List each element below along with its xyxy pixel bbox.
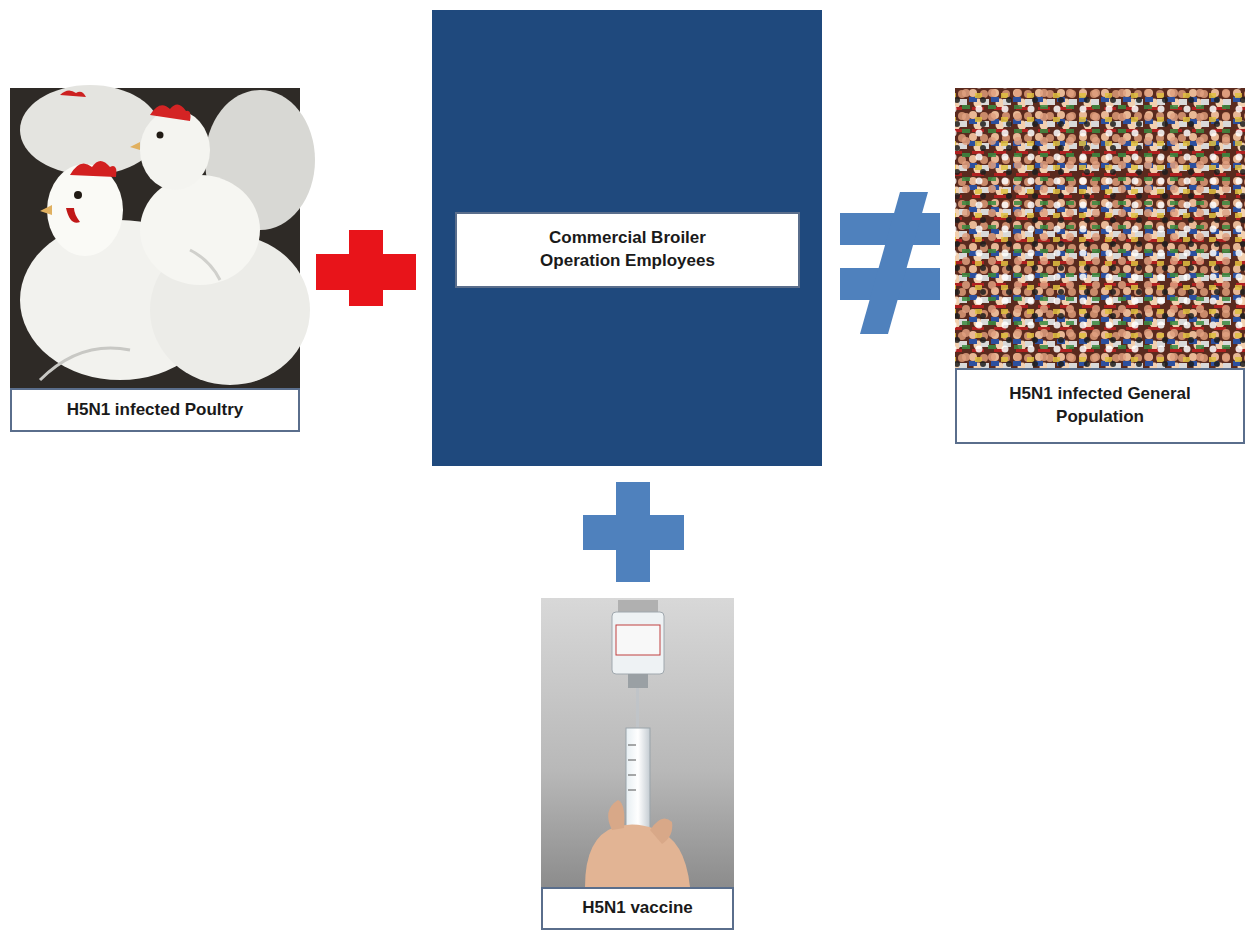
plus-symbol bbox=[316, 230, 416, 306]
node-label: H5N1 infected General Population bbox=[1008, 383, 1193, 429]
node-label: H5N1 vaccine bbox=[582, 897, 693, 920]
label-box: Commercial Broiler Operation Employees bbox=[455, 212, 800, 288]
poultry-photo bbox=[10, 85, 315, 388]
label-box: H5N1 infected General Population bbox=[955, 368, 1245, 444]
node-label: H5N1 infected Poultry bbox=[67, 399, 244, 422]
photo-card: H5N1 infected General Population bbox=[955, 88, 1245, 444]
process-box: Commercial Broiler Operation Employees bbox=[432, 10, 822, 466]
label-box: H5N1 vaccine bbox=[541, 887, 734, 930]
plus-symbol bbox=[583, 482, 684, 582]
crowd-photo bbox=[955, 88, 1245, 368]
node-label: Commercial Broiler Operation Employees bbox=[528, 227, 728, 273]
label-box: H5N1 infected Poultry bbox=[10, 388, 300, 432]
photo-card: H5N1 vaccine bbox=[541, 598, 734, 930]
not-equal-symbol bbox=[840, 192, 940, 334]
vaccine-photo bbox=[541, 598, 734, 887]
photo-card: H5N1 infected Poultry bbox=[10, 88, 300, 432]
